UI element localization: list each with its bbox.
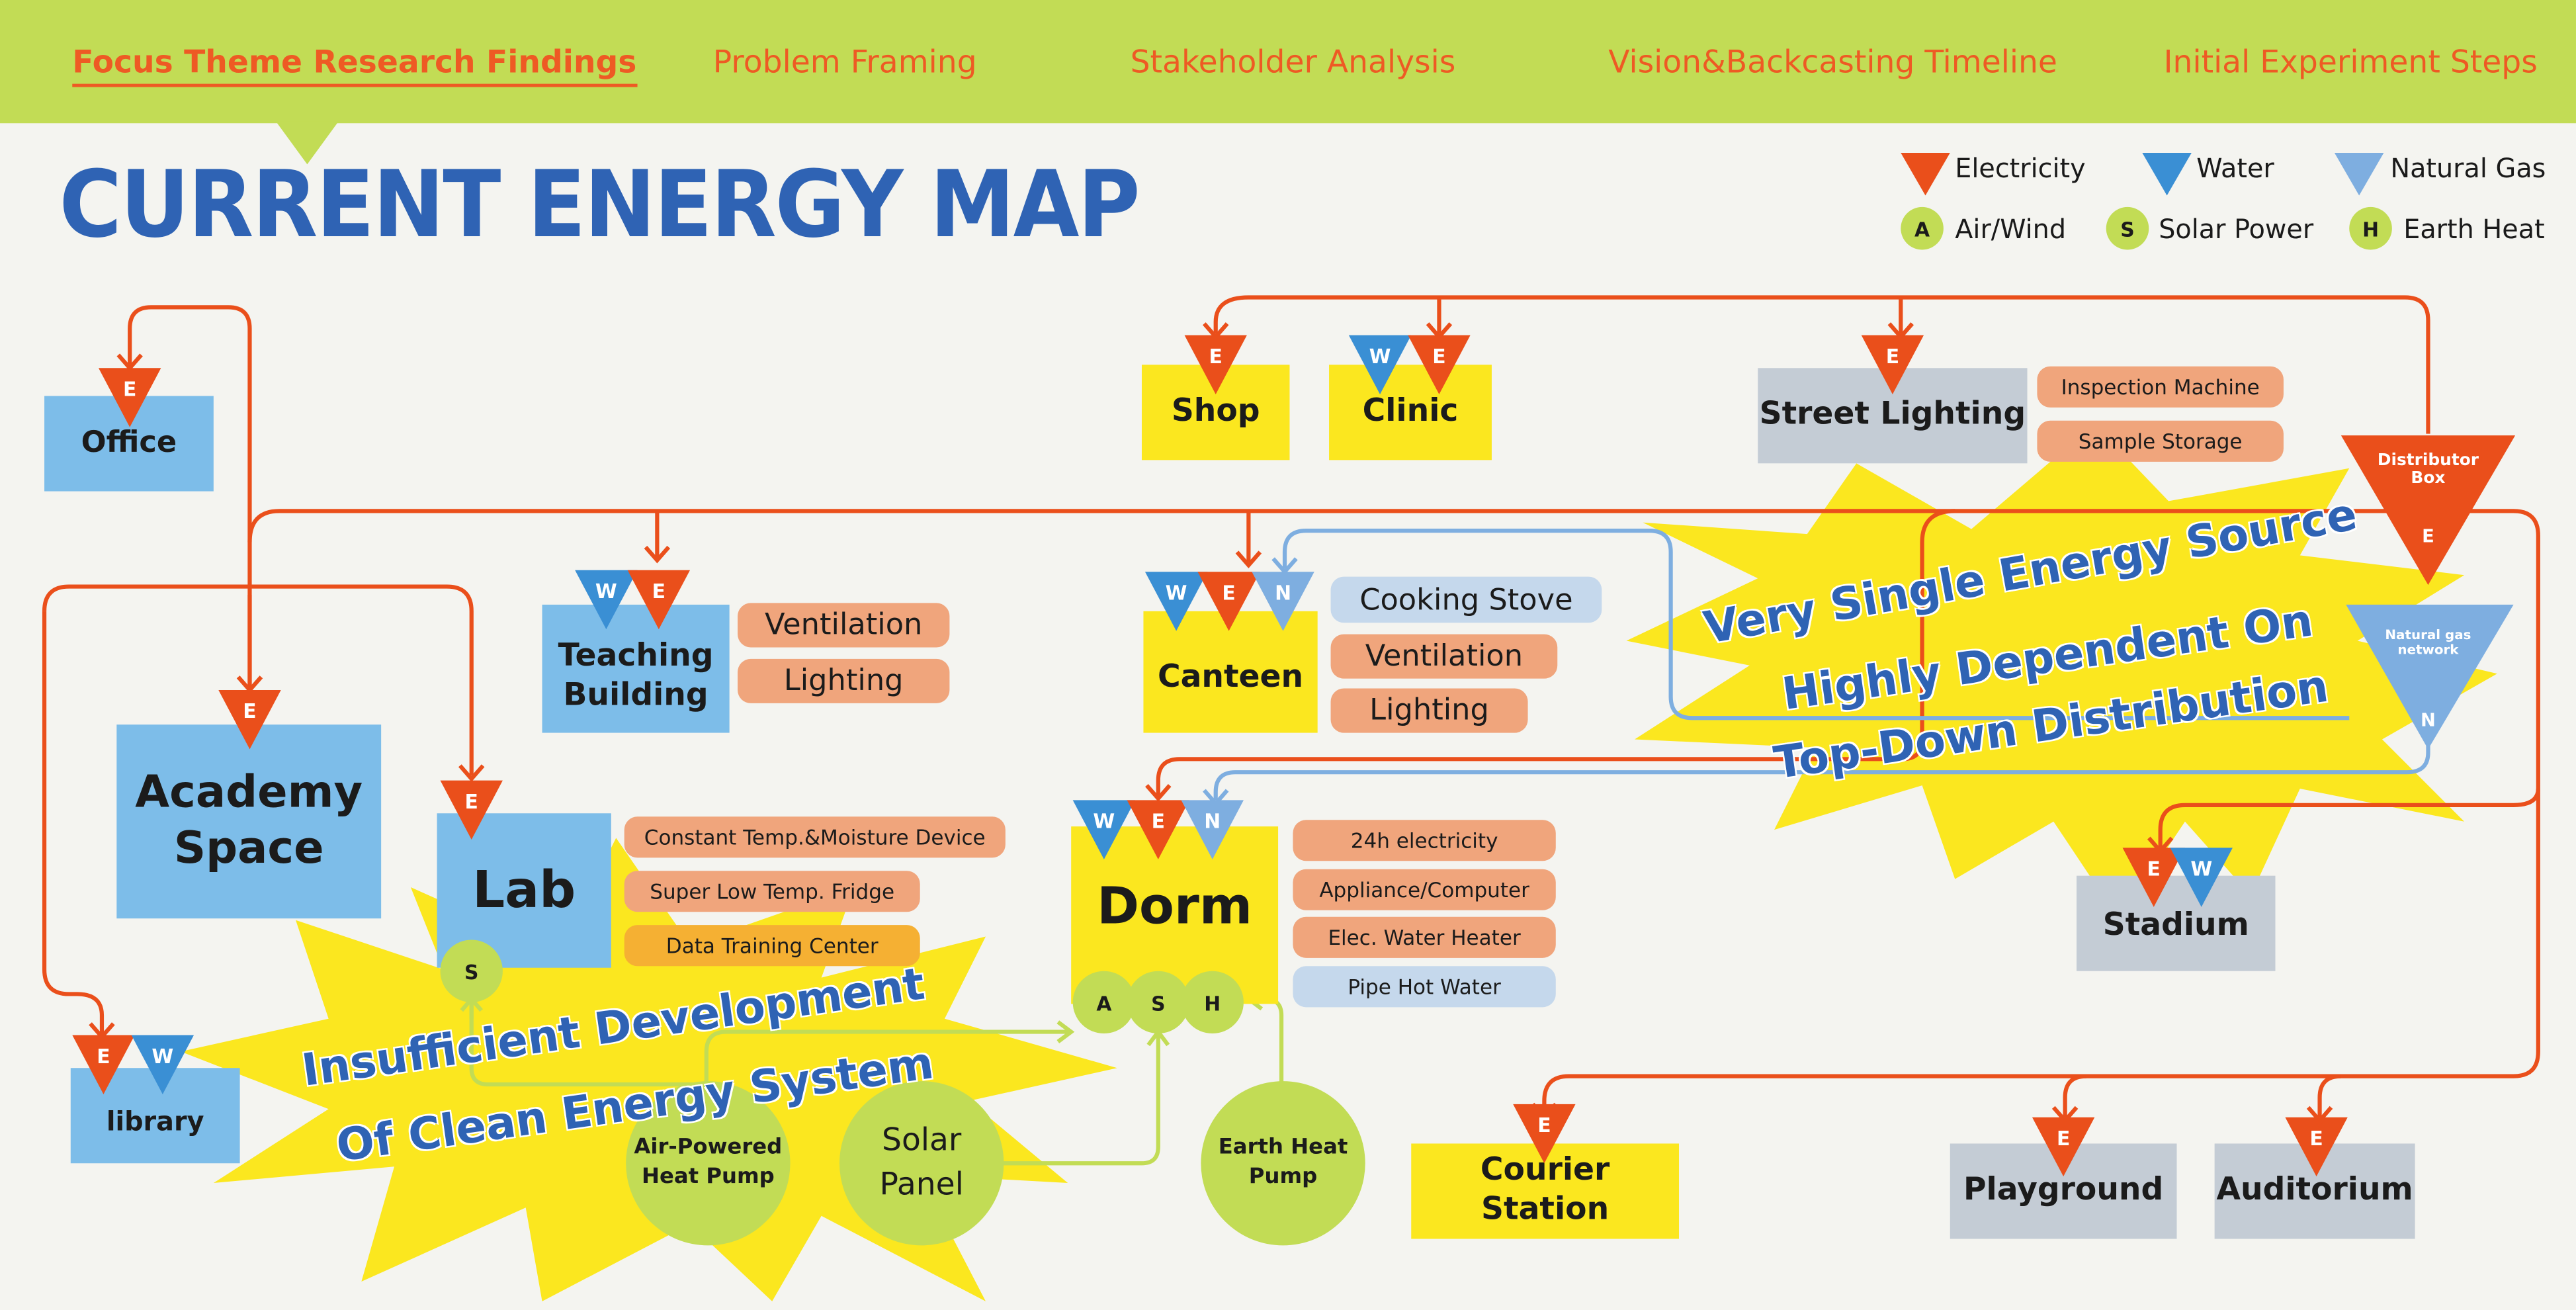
load-street-inspection: Inspection Machine — [2037, 366, 2284, 408]
node-stadium: Stadium — [2077, 875, 2276, 971]
load-dorm-appliance: Appliance/Computer — [1293, 869, 1556, 910]
load-dorm-24h: 24h electricity — [1293, 820, 1556, 861]
legend-solar-power-label: Solar Power — [2159, 213, 2314, 245]
node-playground: Playground — [1950, 1143, 2177, 1239]
legend-water-label: Water — [2196, 152, 2274, 185]
node-shop: Shop — [1141, 365, 1290, 460]
node-courier-station: Courier Station — [1411, 1143, 1680, 1239]
load-dorm-water-heater: Elec. Water Heater — [1293, 916, 1556, 958]
solar-panel: Solar Panel — [839, 1081, 1004, 1246]
legend-natural-gas-label: Natural Gas — [2390, 152, 2546, 185]
load-canteen-lighting: Lighting — [1330, 688, 1528, 733]
nav-tab-initial-experiment[interactable]: Initial Experiment Steps — [2163, 44, 2538, 81]
node-clinic: Clinic — [1329, 365, 1492, 460]
active-tab-pointer — [276, 121, 339, 165]
nav-tab-vision-backcasting[interactable]: Vision&Backcasting Timeline — [1608, 44, 2057, 81]
node-office: Office — [44, 396, 214, 492]
load-dorm-pipe-hot-water: Pipe Hot Water — [1293, 966, 1556, 1008]
node-academy-space: Academy Space — [116, 724, 382, 919]
load-teaching-ventilation: Ventilation — [738, 603, 950, 648]
legend-electricity-label: Electricity — [1955, 152, 2086, 185]
legend-earth-heat-label: Earth Heat — [2403, 213, 2545, 245]
load-teaching-lighting: Lighting — [738, 658, 950, 703]
node-canteen: Canteen — [1143, 611, 1318, 733]
air-powered-heat-pump: Air-Powered Heat Pump — [626, 1081, 791, 1246]
load-canteen-cooking-stove: Cooking Stove — [1330, 576, 1602, 623]
node-auditorium: Auditorium — [2214, 1143, 2415, 1239]
nav-tab-focus-theme[interactable]: Focus Theme Research Findings — [72, 44, 637, 87]
load-lab-data-center: Data Training Center — [624, 925, 920, 967]
earth-heat-pump: Earth Heat Pump — [1201, 1081, 1365, 1246]
distributor-box-label: Distributor Box — [2377, 451, 2479, 488]
nav-tab-problem-framing[interactable]: Problem Framing — [712, 44, 977, 81]
starburst-top-right — [1626, 423, 2497, 920]
node-street-lighting: Street Lighting — [1758, 368, 2028, 464]
node-teaching-building: Teaching Building — [542, 604, 730, 733]
load-canteen-ventilation: Ventilation — [1330, 634, 1558, 679]
load-street-sample-storage: Sample Storage — [2037, 420, 2284, 462]
node-library: library — [70, 1068, 240, 1164]
page-title: CURRENT ENERGY MAP — [59, 152, 1140, 259]
nav-tab-stakeholder-analysis[interactable]: Stakeholder Analysis — [1130, 44, 1456, 81]
electricity-lines — [42, 295, 2540, 1117]
node-dorm: Dorm — [1071, 826, 1279, 1004]
load-lab-constant-temp: Constant Temp.&Moisture Device — [624, 816, 1006, 858]
load-lab-fridge: Super Low Temp. Fridge — [624, 871, 920, 912]
top-navigation-bar: Focus Theme Research Findings Problem Fr… — [0, 0, 2576, 124]
legend-air-wind-label: Air/Wind — [1955, 213, 2067, 245]
gas-network-label: Natural gas network — [2385, 627, 2471, 657]
node-lab: Lab — [437, 813, 611, 968]
